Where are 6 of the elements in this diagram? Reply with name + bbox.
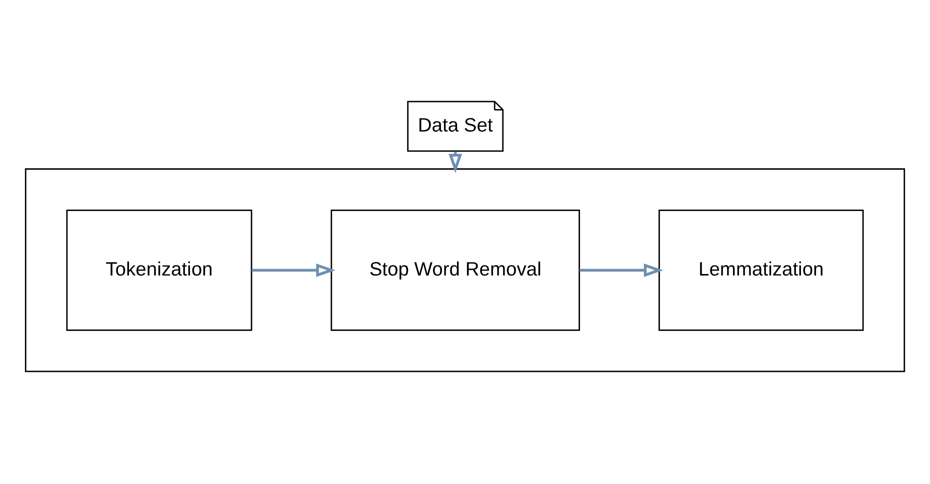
node-box: Lemmatization — [658, 210, 864, 331]
arrow — [252, 263, 336, 277]
cluster — [24, 168, 906, 372]
node-box: Stop Word Removal — [330, 210, 580, 331]
node-box: Tokenization — [66, 210, 252, 331]
arrow — [580, 263, 664, 277]
